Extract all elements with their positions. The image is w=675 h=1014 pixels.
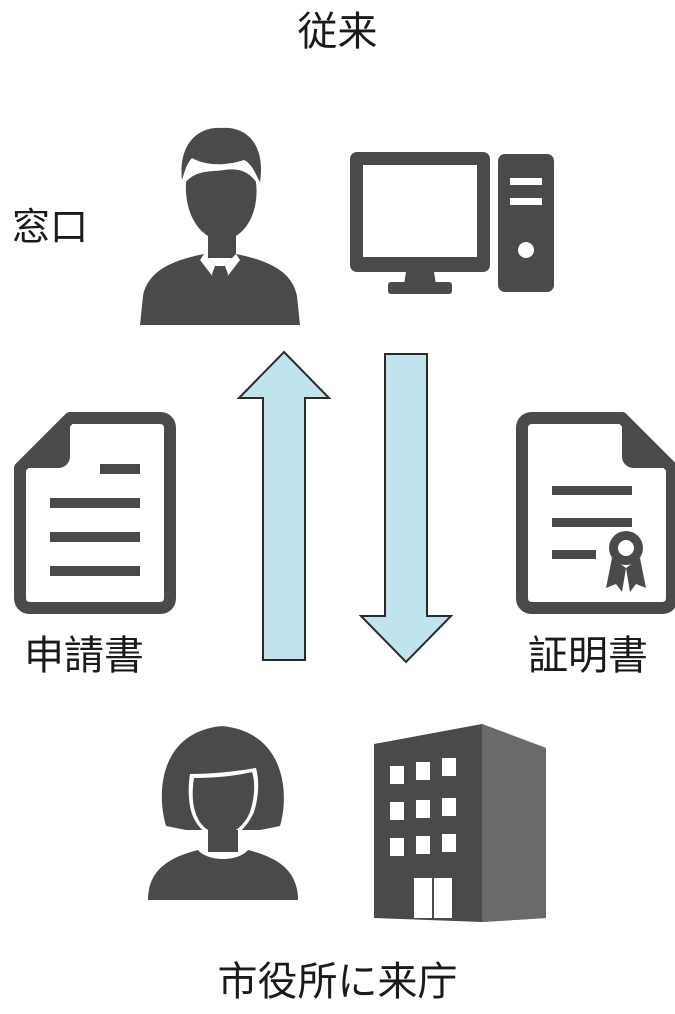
visit-city-hall-label: 市役所に来庁 bbox=[217, 959, 458, 1005]
city-hall-building-icon bbox=[374, 724, 546, 922]
arrow-down-icon bbox=[358, 353, 454, 664]
certificate-document-icon bbox=[516, 412, 675, 614]
counter-label: 窓口 bbox=[12, 205, 89, 249]
desktop-computer-icon bbox=[350, 152, 554, 294]
arrow-up-icon bbox=[236, 350, 332, 661]
female-citizen-icon bbox=[148, 726, 298, 900]
application-document-icon bbox=[14, 412, 176, 614]
certificate-label: 証明書 bbox=[528, 633, 648, 679]
male-staff-icon bbox=[140, 127, 300, 325]
application-label: 申請書 bbox=[24, 633, 144, 679]
diagram-title: 従来 bbox=[297, 9, 378, 55]
